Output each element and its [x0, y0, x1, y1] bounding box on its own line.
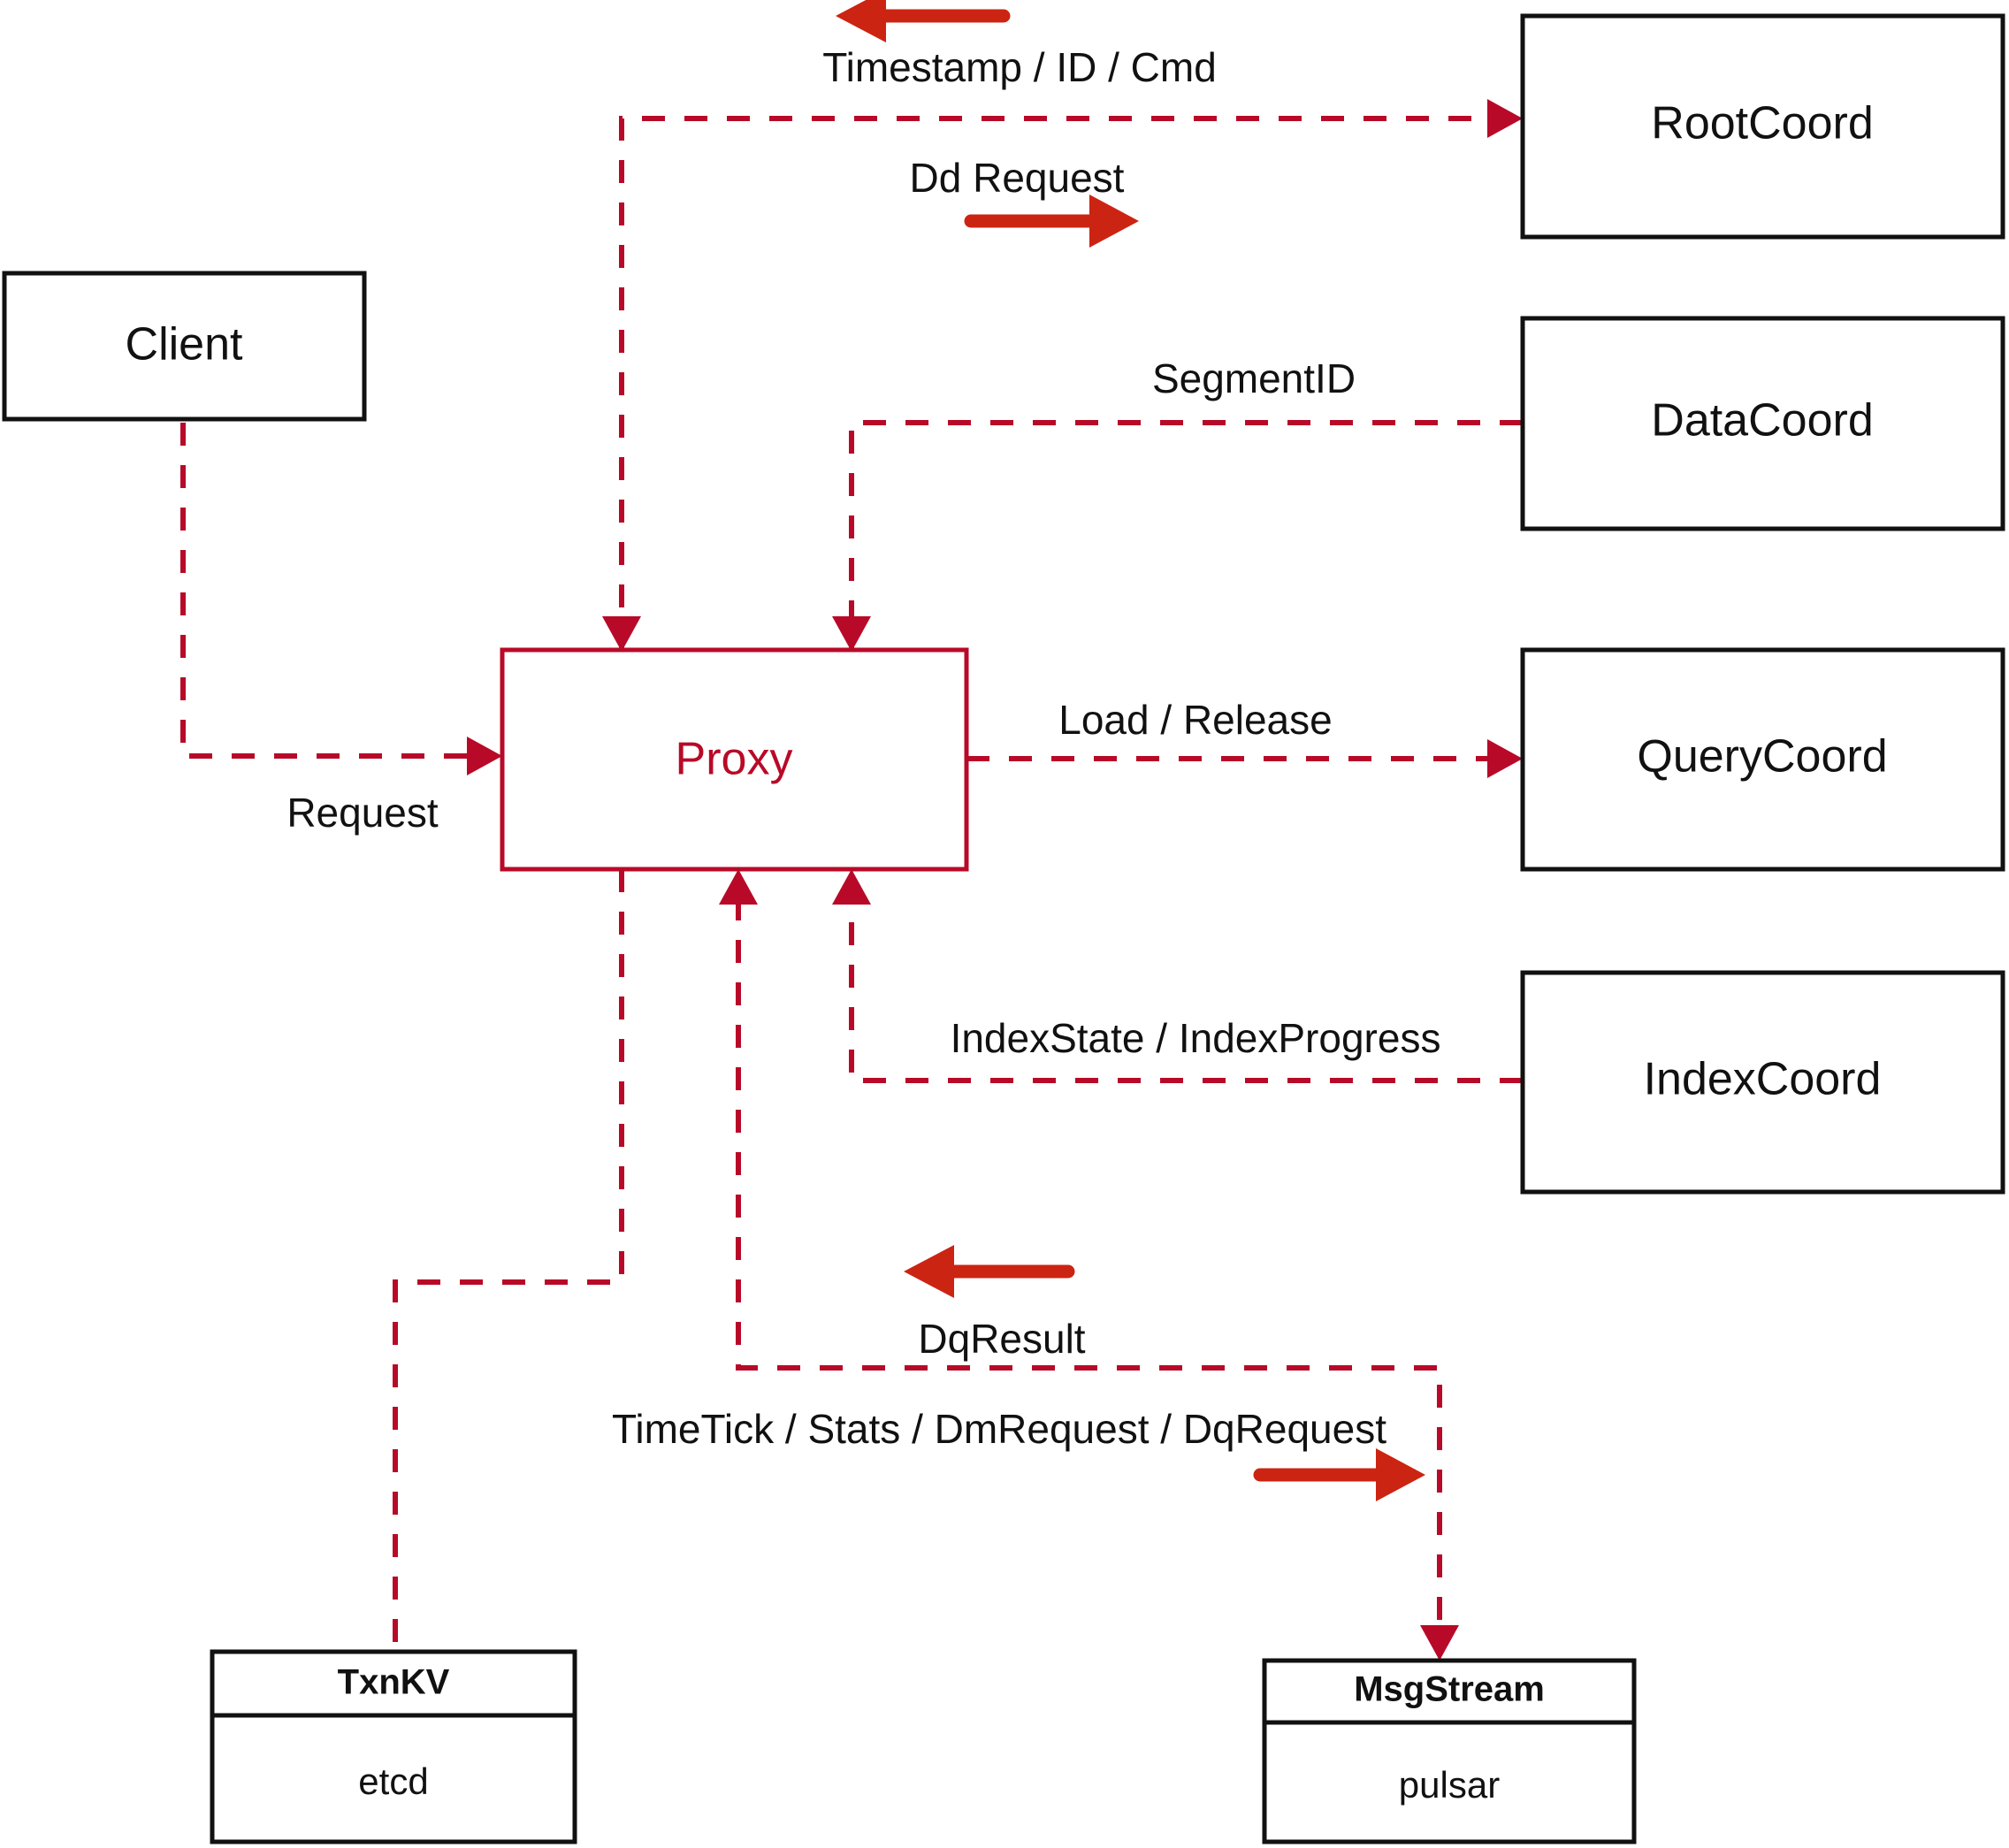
edge-label-dd-request: Dd Request	[910, 155, 1125, 201]
edge-label-dqresult: DqResult	[918, 1316, 1085, 1362]
arrowhead-to-rootcoord	[1487, 99, 1523, 138]
proxy-box[interactable]	[500, 647, 969, 872]
arrowhead-to-querycoord	[1487, 739, 1523, 778]
edge-label-load-release: Load / Release	[1058, 697, 1332, 743]
flow-proxy-msgstream	[736, 897, 1442, 1640]
txnkv-title: TxnKV	[338, 1663, 450, 1702]
client-label: Client	[126, 319, 243, 370]
node-msgstream[interactable]: MsgStream pulsar	[1262, 1658, 1637, 1844]
querycoord-box[interactable]	[1520, 647, 2005, 872]
datacoord-label: DataCoord	[1651, 395, 1873, 447]
flow-datacoord-to-proxy	[849, 420, 1523, 650]
msgstream-title: MsgStream	[1354, 1670, 1545, 1709]
txnkv-box[interactable]	[210, 1649, 577, 1844]
edge-label-timestamp-id-cmd: Timestamp / ID / Cmd	[822, 44, 1217, 90]
direction-arrow-timestamp	[836, 0, 1011, 42]
indexcoord-box[interactable]	[1520, 970, 2005, 1195]
rootcoord-label: RootCoord	[1651, 98, 1873, 149]
node-datacoord[interactable]: DataCoord	[1520, 316, 2005, 531]
node-indexcoord[interactable]: IndexCoord	[1520, 970, 2005, 1195]
proxy-label: Proxy	[676, 734, 793, 785]
arrowhead-msgstream-to-proxy	[719, 869, 758, 905]
arrowhead-client-to-proxy	[467, 737, 502, 775]
edge-label-request: Request	[286, 790, 439, 836]
flow-indexcoord-to-proxy	[849, 897, 1523, 1083]
indexcoord-label: IndexCoord	[1644, 1054, 1882, 1105]
direction-arrow-dqresult	[904, 1245, 1075, 1298]
edge-label-segmentid: SegmentID	[1152, 355, 1356, 401]
edge-label-indexstate-indexprogress: IndexState / IndexProgress	[951, 1015, 1441, 1061]
txnkv-impl: etcd	[358, 1760, 428, 1802]
node-rootcoord[interactable]: RootCoord	[1520, 13, 2005, 240]
flow-client-to-proxy	[180, 423, 485, 759]
arrowhead-proxy-to-msgstream	[1420, 1625, 1459, 1661]
node-proxy[interactable]: Proxy	[500, 647, 969, 872]
edge-label-timetick-stats: TimeTick / Stats / DmRequest / DqRequest	[612, 1406, 1386, 1452]
rootcoord-box[interactable]	[1520, 13, 2005, 240]
direction-arrow-timetick	[1253, 1448, 1425, 1501]
datacoord-box[interactable]	[1520, 316, 2005, 531]
msgstream-box[interactable]	[1262, 1658, 1637, 1844]
node-client[interactable]: Client	[2, 271, 367, 422]
direction-arrow-dd-request	[964, 195, 1139, 248]
arrowhead-indexcoord-to-proxy	[832, 869, 871, 905]
arrowhead-datacoord-to-proxy	[832, 616, 871, 652]
querycoord-label: QueryCoord	[1637, 731, 1887, 783]
client-box[interactable]	[2, 271, 367, 422]
msgstream-impl: pulsar	[1399, 1764, 1500, 1806]
node-querycoord[interactable]: QueryCoord	[1520, 647, 2005, 872]
arrowhead-rootcoord-to-proxy	[602, 616, 641, 652]
node-txnkv[interactable]: TxnKV etcd	[210, 1649, 577, 1844]
flow-proxy-to-txnkv	[393, 869, 624, 1652]
flow-proxy-to-rootcoord	[619, 116, 1503, 650]
